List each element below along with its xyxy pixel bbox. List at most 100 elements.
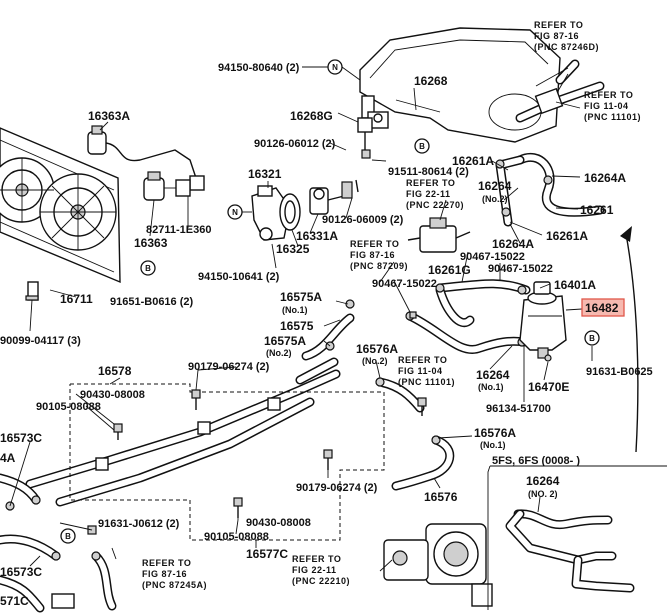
hose-16575 xyxy=(301,313,355,361)
svg-text:FIG 11-04: FIG 11-04 xyxy=(584,101,629,111)
label-inset-no2: (NO. 2) xyxy=(528,489,558,499)
label-16576a-top: 16576A xyxy=(356,342,398,356)
svg-text:REFER TO: REFER TO xyxy=(292,554,341,564)
svg-text:FIG 87-16: FIG 87-16 xyxy=(534,31,579,41)
label-91631-b0625: 91631-B0625 xyxy=(586,366,653,378)
label-16573c-left: 16573C xyxy=(0,431,42,445)
svg-text:B: B xyxy=(419,142,425,151)
svg-text:(PNC 11101): (PNC 11101) xyxy=(584,112,641,122)
svg-text:(PNC 11101): (PNC 11101) xyxy=(398,377,455,387)
label-94150-10641: 94150-10641 (2) xyxy=(198,271,280,283)
label-94150-80640: 94150-80640 (2) xyxy=(218,62,300,74)
label-96134-51700: 96134-51700 xyxy=(486,403,551,415)
svg-text:N: N xyxy=(232,208,238,217)
label-90126-06012: 90126-06012 (2) xyxy=(254,138,336,150)
svg-text:B: B xyxy=(145,264,151,273)
svg-text:REFER TO: REFER TO xyxy=(406,178,455,188)
label-frag-4a: 4A xyxy=(0,451,16,465)
svg-text:(PNC 22270): (PNC 22270) xyxy=(406,200,464,210)
svg-text:N: N xyxy=(332,63,338,72)
svg-text:(PNC 22210): (PNC 22210) xyxy=(292,576,350,586)
highlight-16482 xyxy=(581,298,625,317)
label-16268g: 16268G xyxy=(290,109,333,123)
label-no1b: (No.1) xyxy=(478,382,504,392)
label-90179-06274-b: 90179-06274 (2) xyxy=(296,482,378,494)
marker-b-4: B xyxy=(60,528,76,544)
svg-text:(PNC 87245A): (PNC 87245A) xyxy=(142,580,207,590)
gasket-16325 xyxy=(279,193,301,231)
label-90126-06009: 90126-06009 (2) xyxy=(322,214,404,226)
refer-22-11-22210: REFER TO FIG 22-11 (PNC 22210) xyxy=(292,554,350,586)
label-16575a-no2: 16575A xyxy=(264,334,306,348)
reservoir-tank-16482 xyxy=(519,281,567,359)
label-inset-title: 5FS, 6FS (0008- ) xyxy=(492,455,580,467)
heat-shield-16268 xyxy=(359,27,561,143)
hose-16576 xyxy=(375,377,455,491)
label-82711-1e360: 82711-1E360 xyxy=(146,224,211,236)
label-16575a-no1: 16575A xyxy=(280,290,322,304)
label-90430-08008-a: 90430-08008 xyxy=(80,389,145,401)
label-90179-06274-a: 90179-06274 (2) xyxy=(188,361,270,373)
label-91651-b0616: 91651-B0616 (2) xyxy=(110,296,194,308)
hose-16573c xyxy=(0,473,117,613)
refer-87-16-87245a: REFER TO FIG 87-16 (PNC 87245A) xyxy=(142,558,207,590)
refer-22-11-22270: REFER TO FIG 22-11 (PNC 22270) xyxy=(406,178,464,210)
label-16578: 16578 xyxy=(98,364,132,378)
label-16261g: 16261G xyxy=(428,263,471,277)
label-90467-15022-b: 90467-15022 xyxy=(488,263,553,275)
label-no2b: (No.2) xyxy=(266,348,292,358)
svg-text:REFER TO: REFER TO xyxy=(534,20,583,30)
svg-text:B: B xyxy=(589,334,595,343)
label-90099-04117: 90099-04117 (3) xyxy=(0,335,81,347)
label-16576: 16576 xyxy=(424,490,458,504)
label-90430-08008-b: 90430-08008 xyxy=(246,517,311,529)
label-no1: (No.1) xyxy=(282,305,308,315)
label-16261a-mid: 16261A xyxy=(546,229,588,243)
part-labels: 16268 16268G 16363A 16363 16321 16325 16… xyxy=(0,74,626,608)
svg-text:FIG 87-16: FIG 87-16 xyxy=(350,250,395,260)
svg-text:REFER TO: REFER TO xyxy=(350,239,399,249)
svg-text:REFER TO: REFER TO xyxy=(142,558,191,568)
sensor-16363 xyxy=(143,171,191,201)
label-90467-15022-c: 90467-15022 xyxy=(372,278,437,290)
label-16325: 16325 xyxy=(276,242,310,256)
label-16576a-no1: 16576A xyxy=(474,426,516,440)
radiator-fan-assembly xyxy=(0,127,121,301)
label-16711: 16711 xyxy=(60,292,93,306)
label-16264a-mid: 16264A xyxy=(492,237,534,251)
svg-text:FIG 22-11: FIG 22-11 xyxy=(292,565,337,575)
label-16577c: 16577C xyxy=(246,547,288,561)
svg-text:(PNC 87209): (PNC 87209) xyxy=(350,261,408,271)
label-16261: 16261 xyxy=(580,203,614,217)
label-16321: 16321 xyxy=(248,167,282,181)
refer-11-04-11101-top: REFER TO FIG 11-04 (PNC 11101) xyxy=(584,90,641,122)
water-inlet-16321 xyxy=(251,185,291,241)
label-90105-08088-a: 90105-08088 xyxy=(36,401,101,413)
label-90467-15022-a: 90467-15022 xyxy=(460,251,525,263)
svg-text:(PNC 87246D): (PNC 87246D) xyxy=(534,42,599,52)
refer-11-04-11101-mid: REFER TO FIG 11-04 (PNC 11101) xyxy=(398,355,455,387)
bolt-16268g xyxy=(357,117,373,159)
label-16482: 16482 xyxy=(585,301,619,315)
svg-text:B: B xyxy=(65,532,71,541)
label-16331a: 16331A xyxy=(296,229,338,243)
label-90105-08088-b: 90105-08088 xyxy=(204,531,269,543)
label-16264a-right: 16264A xyxy=(584,171,626,185)
hose-16264-no1 xyxy=(405,311,529,354)
label-16401a: 16401A xyxy=(554,278,596,292)
label-16363: 16363 xyxy=(134,236,168,250)
label-16264-no2: 16264 xyxy=(478,179,512,193)
label-16363a: 16363A xyxy=(88,109,130,123)
label-16470e: 16470E xyxy=(528,380,569,394)
label-no1c: (No.1) xyxy=(480,440,506,450)
label-16573c-bottom: 16573C xyxy=(0,565,42,579)
svg-text:REFER TO: REFER TO xyxy=(398,355,447,365)
water-pipes-16578 xyxy=(25,357,341,507)
sensor-16363a xyxy=(87,125,205,191)
thermostat-16331a xyxy=(309,179,359,215)
label-no2: (No.2) xyxy=(482,194,508,204)
refer-87-16-87246d: REFER TO FIG 87-16 (PNC 87246D) xyxy=(534,20,599,52)
label-16268: 16268 xyxy=(414,74,448,88)
label-16264-no1: 16264 xyxy=(476,368,510,382)
